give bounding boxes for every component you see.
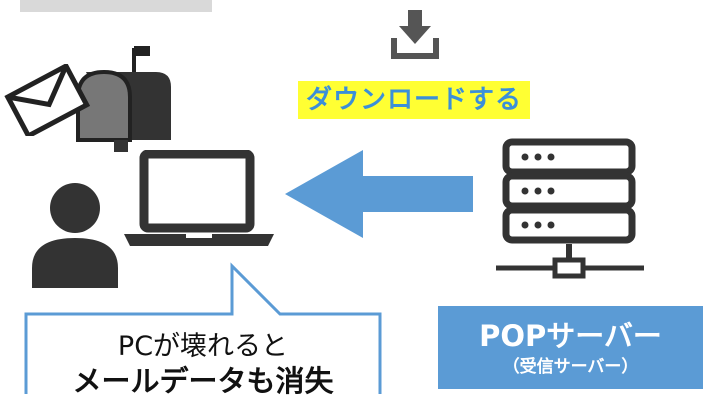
left-arrow	[285, 150, 473, 238]
callout-line1: PCが壊れると	[117, 331, 289, 362]
server-icon	[496, 138, 644, 279]
pop-server-subtitle: （受信サーバー）	[502, 357, 639, 377]
top-bar	[20, 0, 212, 12]
speech-bubble	[24, 262, 382, 394]
laptop-icon	[124, 150, 274, 246]
callout-line2: メールデータも消失	[72, 364, 334, 398]
pop-server-title: POPサーバー	[479, 319, 662, 353]
download-label: ダウンロードする	[298, 81, 530, 119]
person-icon	[32, 183, 118, 288]
pop-server-box: POPサーバー （受信サーバー）	[438, 306, 703, 389]
mailbox-icon	[76, 46, 171, 152]
callout-text: PCが壊れると メールデータも消失	[30, 330, 376, 398]
envelope-icon	[4, 64, 91, 136]
download-icon	[391, 10, 439, 59]
